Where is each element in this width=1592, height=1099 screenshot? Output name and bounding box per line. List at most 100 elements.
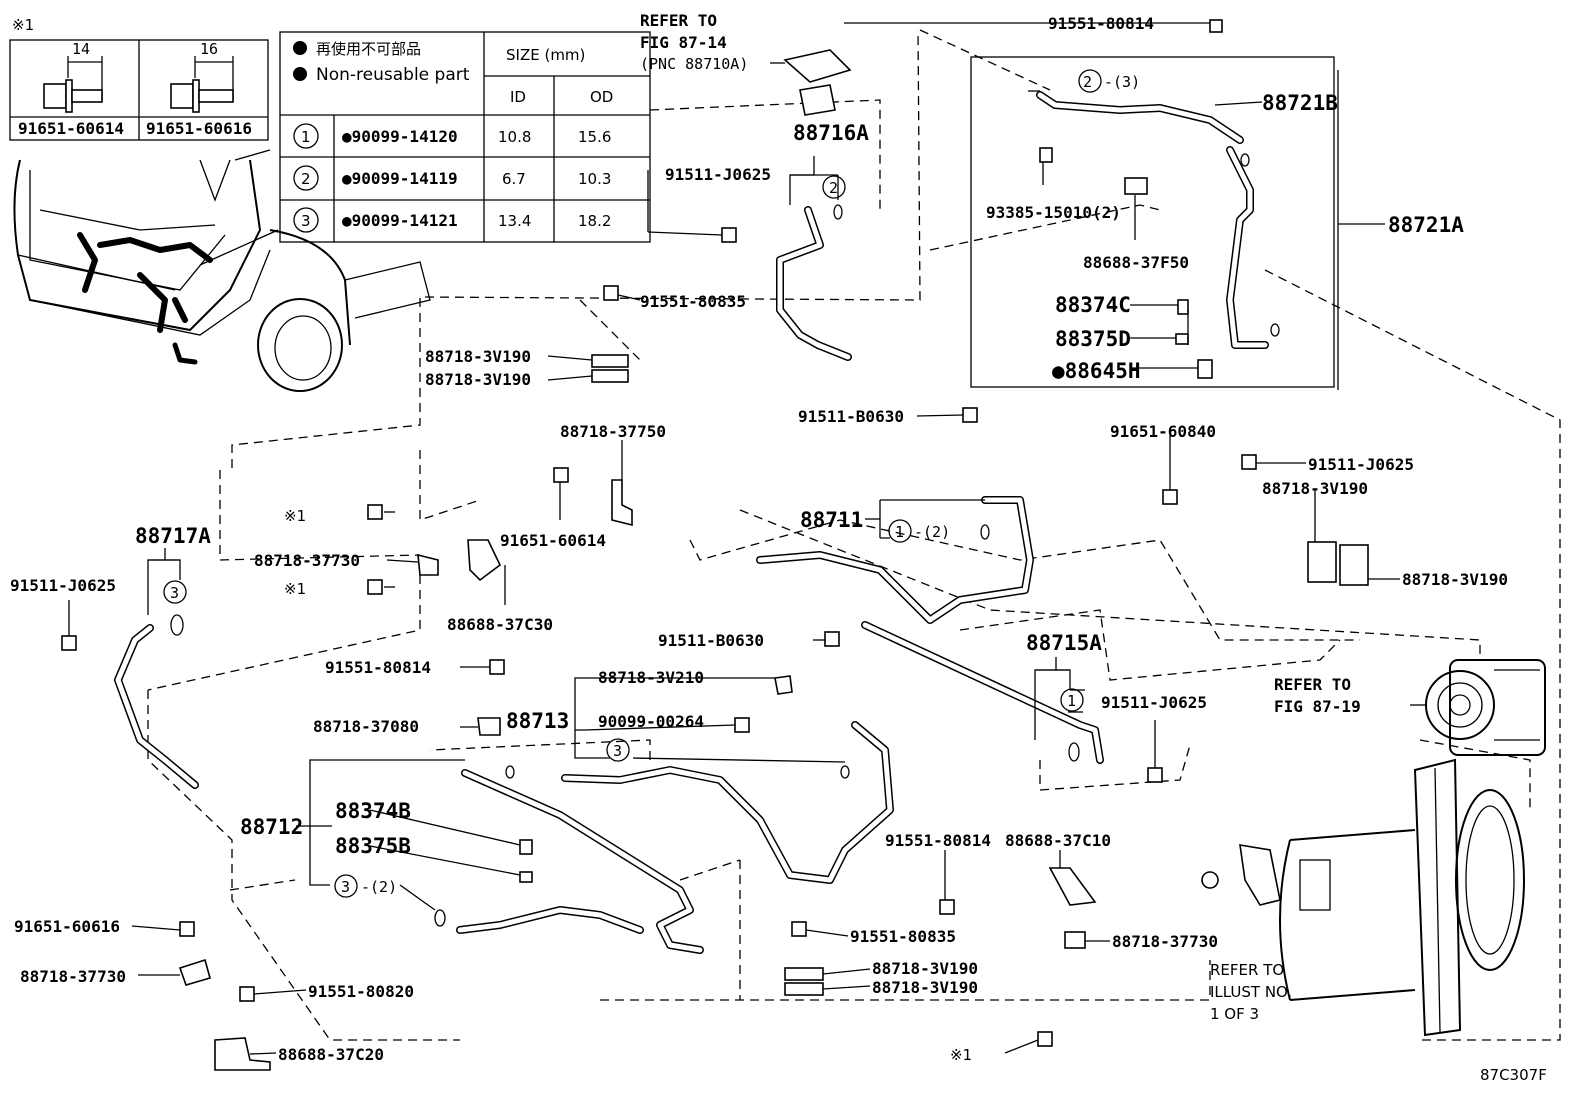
bolt-icon bbox=[179, 921, 195, 937]
oring-callouts bbox=[163, 69, 1102, 898]
label-88718-37730-b: 88718-37730 bbox=[1112, 932, 1218, 951]
bolt-icon bbox=[939, 899, 955, 915]
label-88721A: 88721A bbox=[1388, 213, 1464, 237]
legend-label-jp: 再使用不可部品 bbox=[316, 40, 421, 58]
condenser-illustration bbox=[1201, 758, 1525, 1037]
clamp-icon bbox=[1124, 177, 1148, 195]
o-ring-icon bbox=[1068, 742, 1080, 762]
label-88688-37C30: 88688-37C30 bbox=[447, 615, 553, 634]
clamp-icon bbox=[1307, 541, 1337, 583]
size-table: SIZE (mm) ID OD 1 ●90099-14120 10.8 15.6… bbox=[279, 31, 651, 243]
row-num: 1 bbox=[301, 128, 311, 146]
label-88716A: 88716A bbox=[793, 121, 869, 145]
label-oring-1: 1 bbox=[895, 523, 904, 541]
label-88375D: 88375D bbox=[1055, 327, 1131, 351]
bolt-icon bbox=[1209, 19, 1223, 33]
label-88713: 88713 bbox=[506, 709, 569, 733]
bolt-icon bbox=[1241, 454, 1257, 470]
bolt-icon bbox=[791, 921, 807, 937]
bracket-icon bbox=[611, 479, 633, 527]
clamp-icon bbox=[591, 369, 629, 383]
label-88711: 88711 bbox=[800, 508, 863, 532]
compressor-illustration bbox=[1425, 659, 1546, 756]
bracket-icon bbox=[214, 1037, 271, 1071]
label-91511-J0625-a: 91511-J0625 bbox=[665, 165, 771, 184]
row-id: 6.7 bbox=[502, 170, 526, 188]
assembly-box-88721A bbox=[970, 56, 1335, 388]
label-88718-3V210: 88718-3V210 bbox=[598, 668, 704, 687]
clamp-icon bbox=[591, 354, 629, 368]
refer-illust-line3: 1 OF 3 bbox=[1210, 1005, 1259, 1023]
label-93385-15010: 93385-15010(2) bbox=[986, 203, 1121, 222]
row-part-no: ●90099-14119 bbox=[342, 169, 458, 188]
clamp-icon bbox=[178, 958, 211, 986]
label-91551-80814-b: 91551-80814 bbox=[325, 658, 431, 677]
o-ring-icon bbox=[840, 765, 850, 779]
o-ring-icon bbox=[170, 614, 184, 636]
row-num: 2 bbox=[301, 170, 311, 188]
label-88718-3V190-c: 88718-3V190 bbox=[1262, 479, 1368, 498]
label-88374C: 88374C bbox=[1055, 293, 1131, 317]
clamp-icon bbox=[784, 967, 824, 981]
valve-icon bbox=[1177, 299, 1189, 315]
cap-icon bbox=[1175, 333, 1189, 345]
bolt-icon bbox=[1201, 871, 1219, 889]
o-ring-icon bbox=[980, 524, 990, 540]
o-ring-icon bbox=[1270, 323, 1280, 337]
bolt-icon bbox=[721, 227, 737, 243]
bolt-icon bbox=[824, 631, 840, 647]
non-reusable-dot-icon bbox=[293, 67, 307, 81]
label-oring-2: 2 bbox=[1083, 73, 1092, 91]
label-88721B: 88721B bbox=[1262, 91, 1338, 115]
label-88718-3V190-d: 88718-3V190 bbox=[1402, 570, 1508, 589]
bolt-icon bbox=[603, 285, 619, 301]
switch-icon bbox=[1197, 359, 1213, 379]
label-91511-B0630-b: 91511-B0630 bbox=[658, 631, 764, 650]
bolt-icon bbox=[61, 635, 77, 651]
col-id-header: ID bbox=[510, 88, 526, 106]
label-91651-60840: 91651-60840 bbox=[1110, 422, 1216, 441]
row-num: 3 bbox=[301, 212, 311, 230]
label-88688-37F50: 88688-37F50 bbox=[1083, 253, 1189, 272]
label-88375B: 88375B bbox=[335, 834, 411, 858]
label-91511-J0625-c: 91511-J0625 bbox=[10, 576, 116, 595]
label-91651-60616: 91651-60616 bbox=[14, 917, 120, 936]
bolt-icon bbox=[170, 56, 234, 113]
label-oring-1-qty: -(2) bbox=[914, 523, 950, 541]
label-88718-3V190-f: 88718-3V190 bbox=[872, 978, 978, 997]
label-91651-60614: 91651-60614 bbox=[500, 531, 606, 550]
bolt-part-no-2: 91651-60616 bbox=[146, 119, 252, 138]
label-88718-3V190-b: 88718-3V190 bbox=[425, 370, 531, 389]
bolt-icon bbox=[962, 407, 978, 423]
note-mark-1c: ※1 bbox=[950, 1046, 972, 1064]
bracket-icon bbox=[467, 539, 502, 582]
bolt-icon bbox=[43, 56, 103, 113]
bolt-icon bbox=[1037, 1031, 1053, 1047]
pipes bbox=[114, 91, 1269, 954]
refer-fig87-14-line2: FIG 87-14 bbox=[640, 33, 727, 52]
o-ring-icon bbox=[505, 765, 515, 779]
label-oring-3-qty: -(2) bbox=[361, 878, 397, 896]
bolt-icon bbox=[367, 504, 383, 520]
refer-fig87-14-line3: (PNC 88710A) bbox=[640, 55, 748, 73]
label-91511-J0625-d: 91511-J0625 bbox=[1101, 693, 1207, 712]
bolt-icon bbox=[1162, 489, 1178, 505]
label-88374B: 88374B bbox=[335, 799, 411, 823]
refer-illust-line2: ILLUST NO. bbox=[1210, 983, 1292, 1001]
col-od-header: OD bbox=[590, 88, 613, 106]
bolt-icon bbox=[489, 659, 505, 675]
vehicle-front-illustration bbox=[13, 149, 431, 392]
refer-illust-line1: REFER TO bbox=[1210, 961, 1284, 979]
label-91511-B0630-a: 91511-B0630 bbox=[798, 407, 904, 426]
cap-icon bbox=[519, 871, 533, 883]
label-88718-37750: 88718-37750 bbox=[560, 422, 666, 441]
label-88718-37730-a: 88718-37730 bbox=[254, 551, 360, 570]
label-91551-80835-a: 91551-80835 bbox=[640, 292, 746, 311]
label-oring-2-qty: -(3) bbox=[1104, 73, 1140, 91]
refer-fig87-14-line1: REFER TO bbox=[640, 11, 717, 30]
note-mark-1a: ※1 bbox=[284, 507, 306, 525]
clamp-icon bbox=[1064, 931, 1086, 949]
bolt-icon bbox=[239, 986, 255, 1002]
bolt-dim-14: 14 bbox=[72, 40, 90, 58]
row-part-no: ●90099-14121 bbox=[342, 211, 458, 230]
